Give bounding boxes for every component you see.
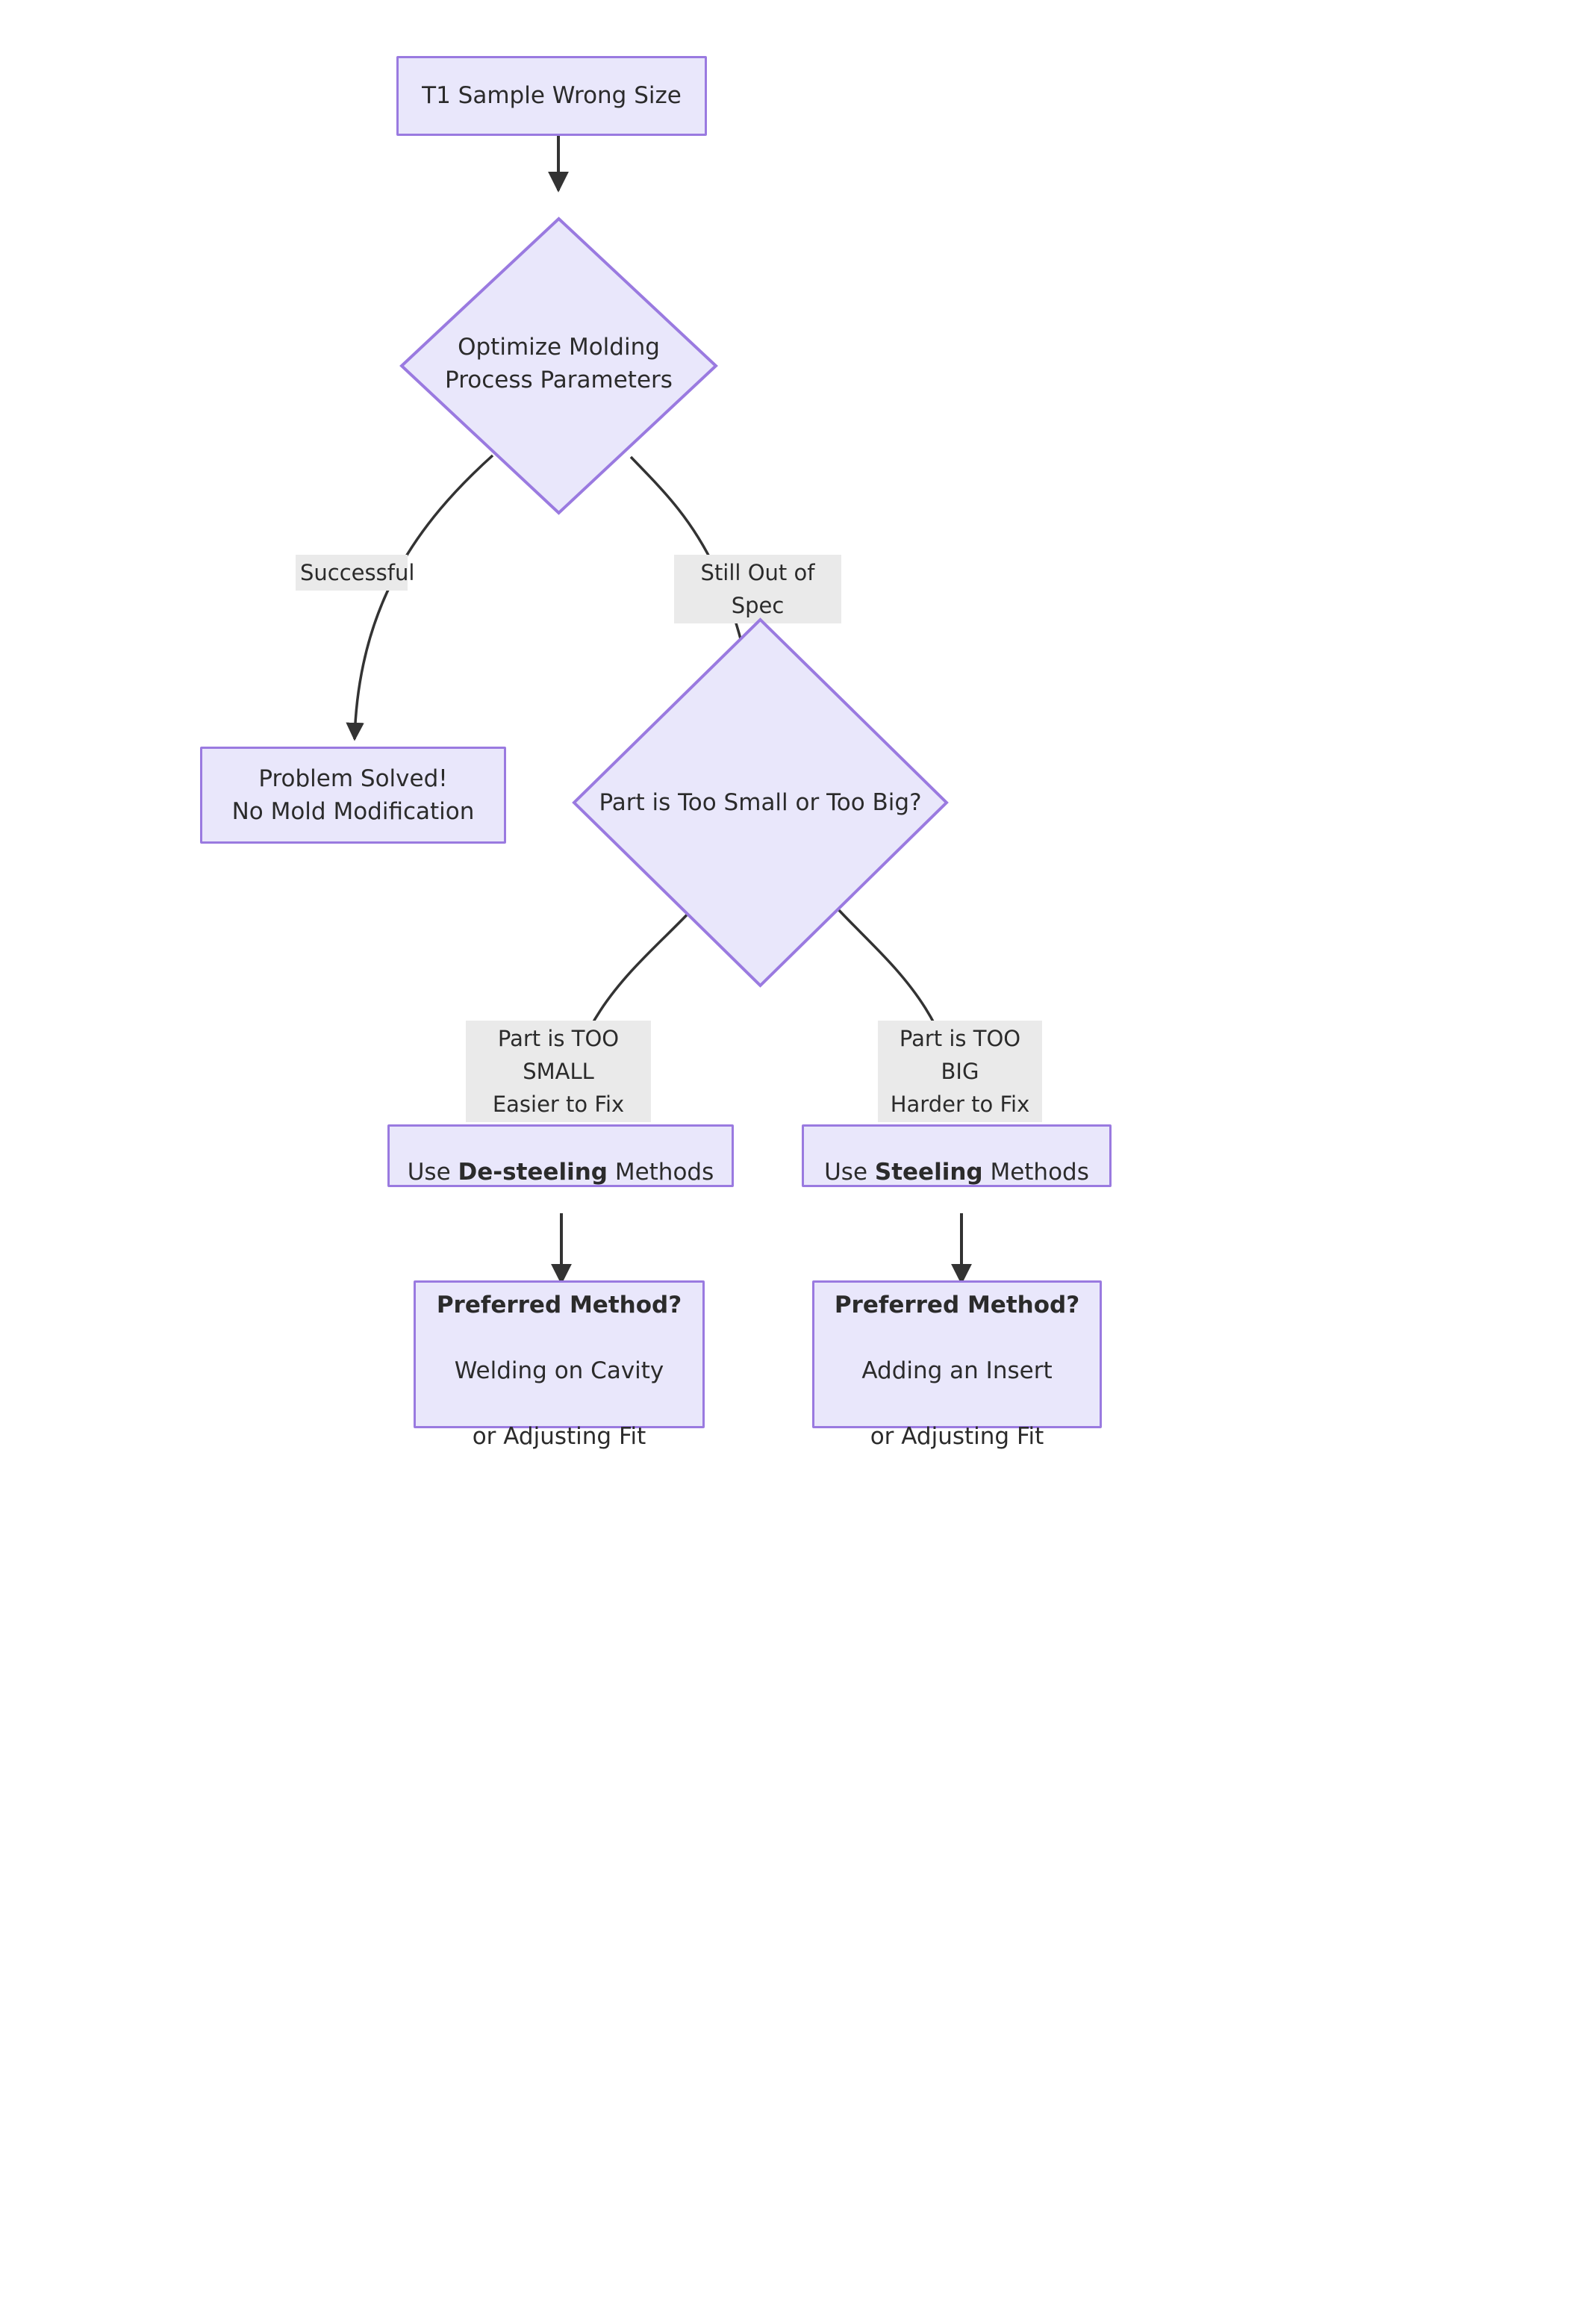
method-big-line2: Adding an Insert — [861, 1357, 1053, 1384]
node-start[interactable]: T1 Sample Wrong Size — [396, 56, 707, 136]
node-start-label: T1 Sample Wrong Size — [422, 82, 682, 110]
edge-label-still-out-of-spec: Still Out of Spec — [674, 555, 841, 624]
node-optimize-label: Optimize Molding Process Parameters — [445, 334, 673, 394]
desteeling-prefix: Use — [407, 1159, 458, 1186]
node-use-desteeling-methods-label: Use De-steeling Methods — [390, 1123, 732, 1189]
node-use-steeling-methods[interactable]: Use Steeling Methods — [802, 1124, 1112, 1187]
optimize-diamond-shape — [399, 217, 718, 515]
node-preferred-method-small[interactable]: Preferred Method? Welding on Cavity or A… — [414, 1280, 705, 1450]
steeling-bold-term: Steeling — [874, 1159, 983, 1186]
node-optimize[interactable]: Optimize Molding Process Parameters — [399, 217, 718, 515]
method-small-line3: or Adjusting Fit — [472, 1423, 646, 1451]
node-preferred-method-small-label: Preferred Method? Welding on Cavity or A… — [416, 1256, 702, 1453]
method-big-line3: or Adjusting Fit — [870, 1423, 1044, 1451]
node-size-check[interactable]: Part is Too Small or Too Big? — [572, 617, 949, 988]
steeling-suffix: Methods — [982, 1159, 1089, 1186]
node-use-steeling-methods-label: Use Steeling Methods — [804, 1123, 1109, 1189]
node-preferred-method-big[interactable]: Preferred Method? Adding an Insert or Ad… — [812, 1280, 1102, 1450]
node-problem-solved[interactable]: Problem Solved! No Mold Modification — [200, 747, 506, 844]
node-size-check-label: Part is Too Small or Too Big? — [599, 789, 922, 816]
desteeling-bold-term: De-steeling — [458, 1159, 608, 1186]
method-small-line2: Welding on Cavity — [454, 1357, 664, 1384]
steeling-prefix: Use — [824, 1159, 875, 1186]
method-small-heading: Preferred Method? — [436, 1291, 682, 1319]
desteeling-suffix: Methods — [607, 1159, 714, 1186]
size-check-diamond-shape — [572, 617, 949, 988]
edge-label-successful: Successful — [296, 555, 414, 591]
edge-label-too-big: Part is TOO BIG Harder to Fix — [878, 1021, 1042, 1123]
edge-label-too-small: Part is TOO SMALL Easier to Fix — [466, 1021, 651, 1123]
node-problem-solved-label: Problem Solved! No Mold Modification — [231, 765, 475, 825]
node-preferred-method-big-label: Preferred Method? Adding an Insert or Ad… — [814, 1256, 1100, 1453]
method-big-heading: Preferred Method? — [834, 1291, 1080, 1319]
node-use-desteeling-methods[interactable]: Use De-steeling Methods — [387, 1124, 734, 1187]
